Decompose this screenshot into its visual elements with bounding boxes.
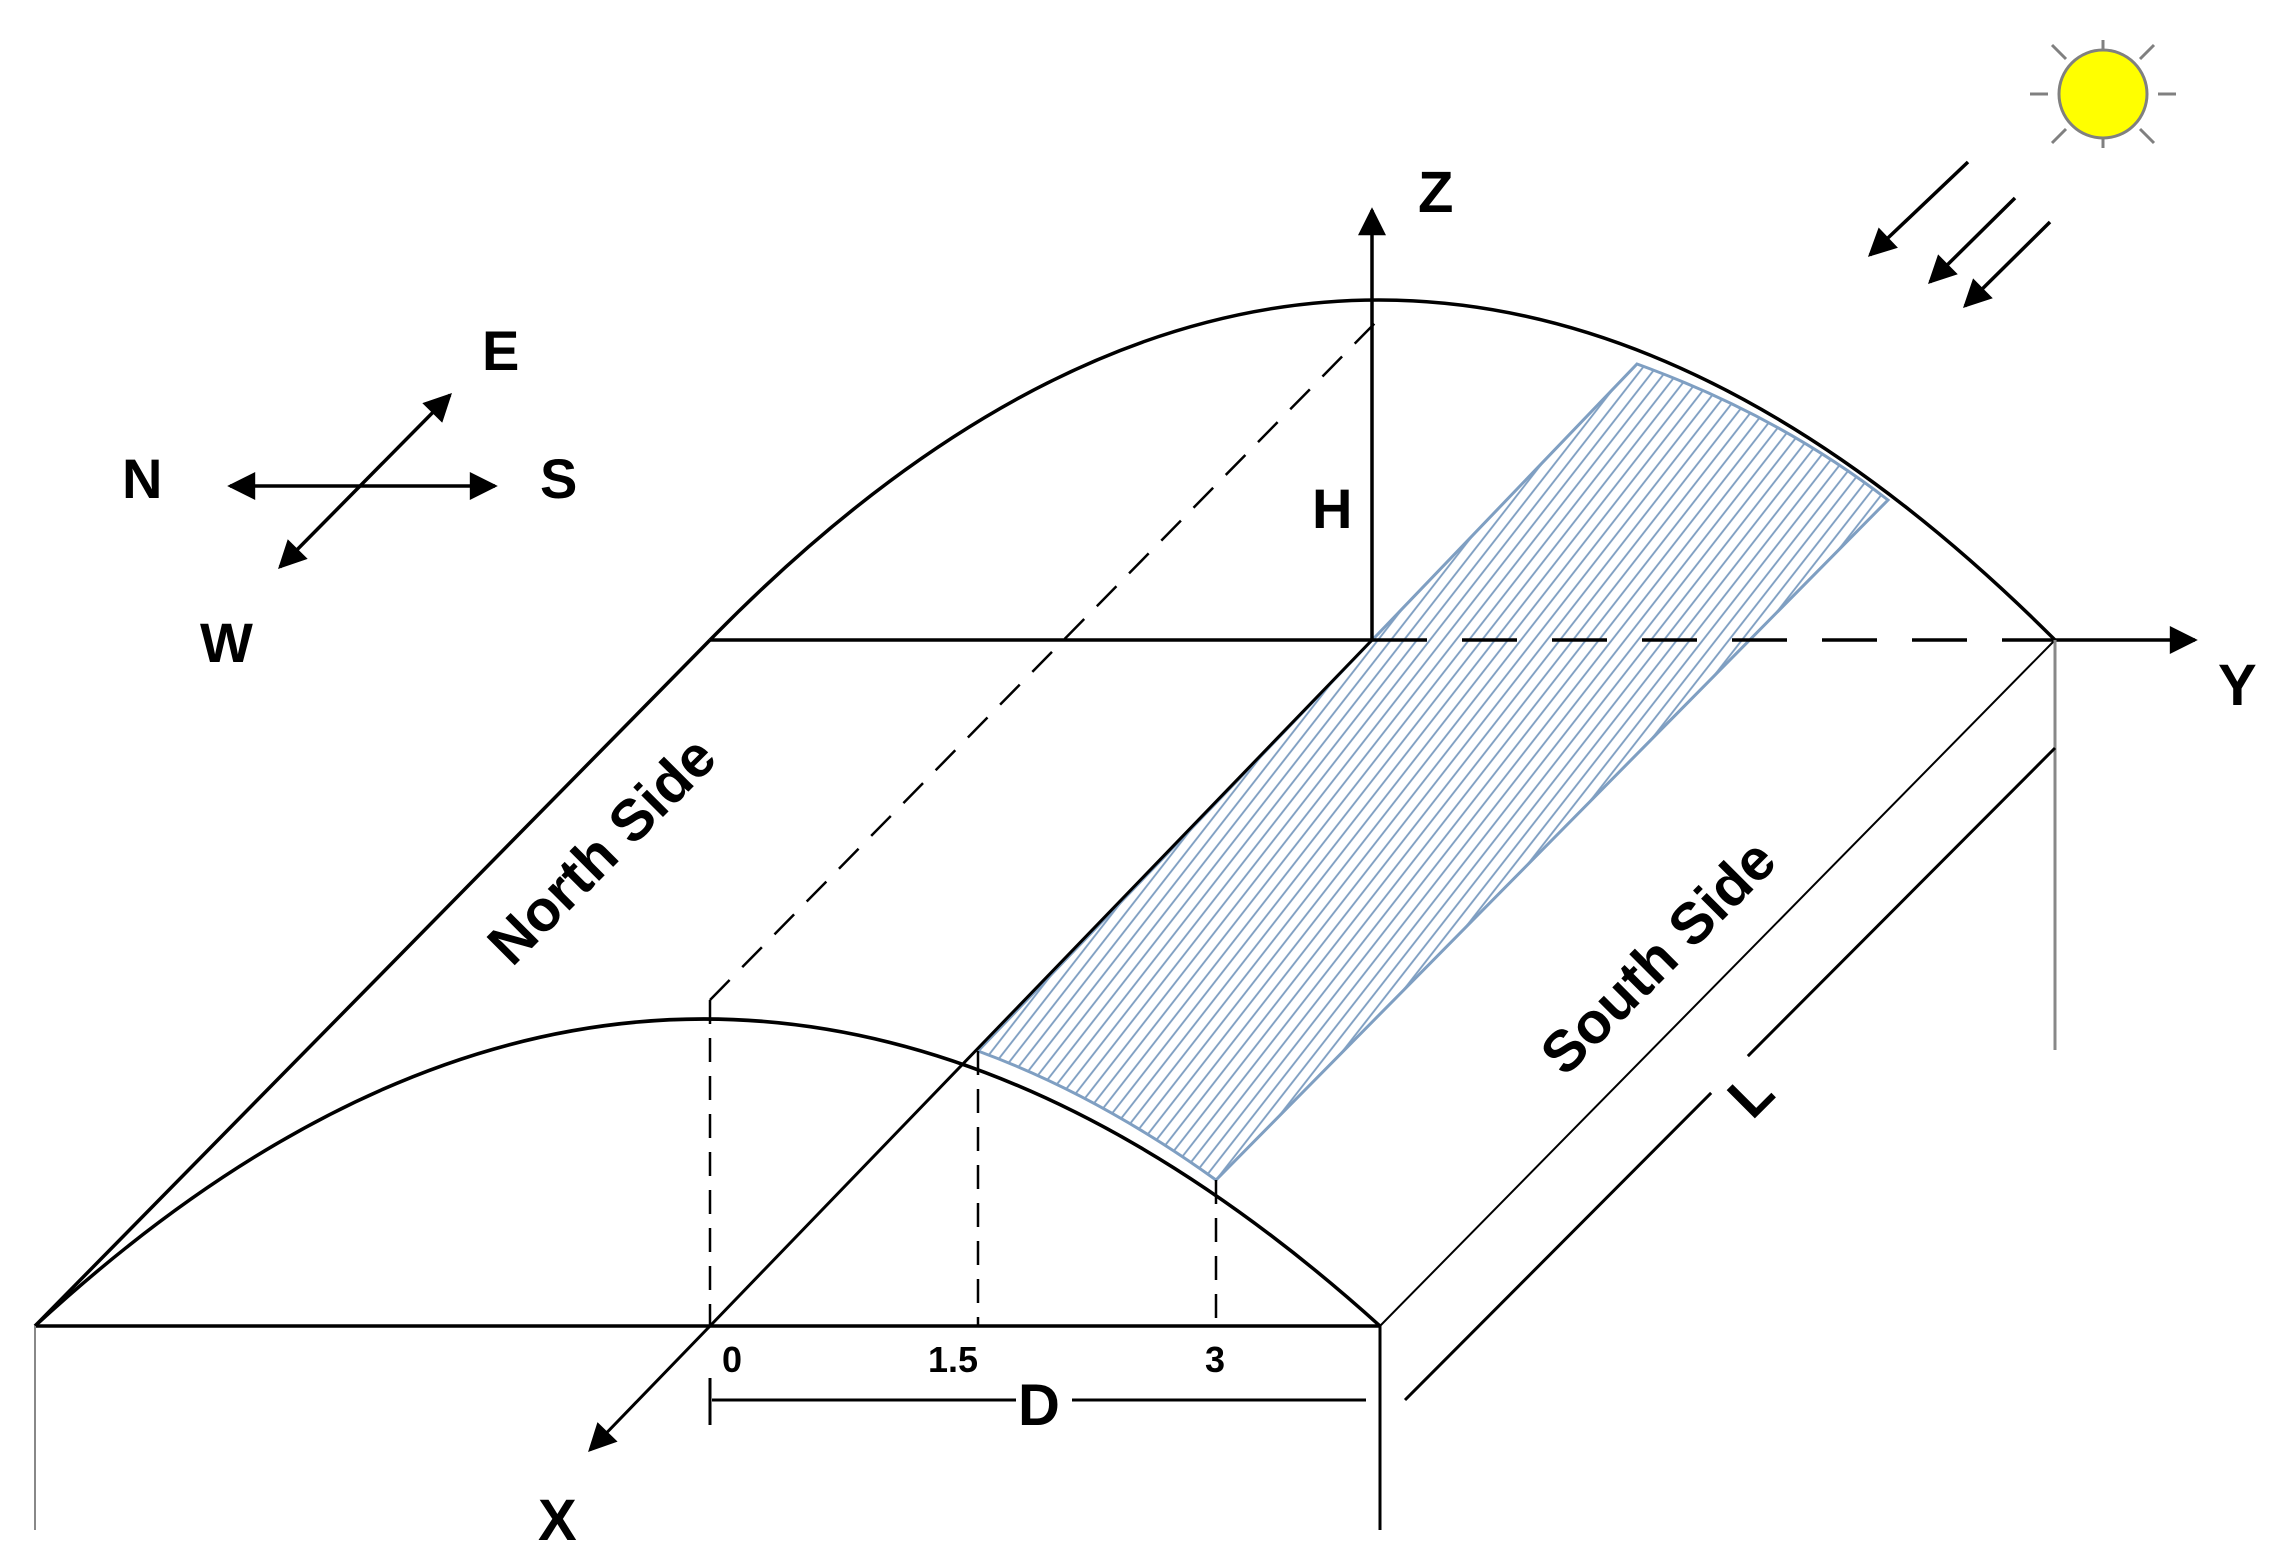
- north-edge-line: [33, 638, 712, 1328]
- back-arch: [708, 298, 2057, 642]
- x-axis-label: X: [538, 1488, 577, 1553]
- compass-south-label: S: [540, 447, 577, 510]
- south-edge-line: [1379, 639, 2056, 1327]
- x-axis-arrow-line: [588, 1324, 712, 1453]
- y-axis-label: Y: [2218, 653, 2257, 718]
- sun-ray-arrow-2: [1928, 196, 2017, 284]
- compass-west-label: W: [200, 611, 253, 674]
- south-side-label: South Side: [1528, 827, 1788, 1087]
- ridge-dashed-line: [709, 322, 1376, 1001]
- tick-label-0: 0: [722, 1339, 742, 1380]
- tick-label-1.5: 1.5: [928, 1339, 978, 1380]
- x-axis-line: [708, 638, 1374, 1328]
- tick-label-3: 3: [1205, 1339, 1225, 1380]
- front-arch: [33, 1017, 1382, 1328]
- hatched-roof-strip: [975, 362, 1891, 1182]
- compass-we-arrow: [278, 393, 452, 569]
- compass-north-label: N: [122, 447, 162, 510]
- d-label-background: [1016, 1370, 1072, 1432]
- width-label: D: [1018, 1373, 1060, 1438]
- sun-icon: [2030, 40, 2176, 148]
- z-axis-label: Z: [1418, 160, 1453, 225]
- height-label: H: [1312, 477, 1352, 540]
- sun-ray-arrow-3: [1963, 220, 2052, 308]
- l-label-background: [1703, 1048, 1786, 1131]
- north-side-label: North Side: [475, 724, 728, 977]
- sun-ray-arrow-1: [1867, 160, 1970, 257]
- compass-east-label: E: [482, 319, 519, 382]
